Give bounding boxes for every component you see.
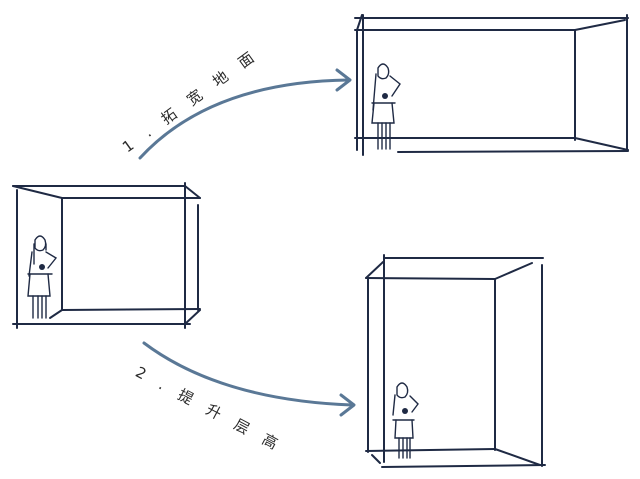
tall-room [365, 254, 546, 468]
person-figure [27, 235, 58, 319]
wide-room [354, 14, 629, 156]
person-figure [392, 382, 419, 459]
arrow-widen [138, 68, 352, 160]
person-figure [371, 63, 401, 150]
start-room [12, 182, 201, 329]
arrow-raise [142, 341, 356, 417]
